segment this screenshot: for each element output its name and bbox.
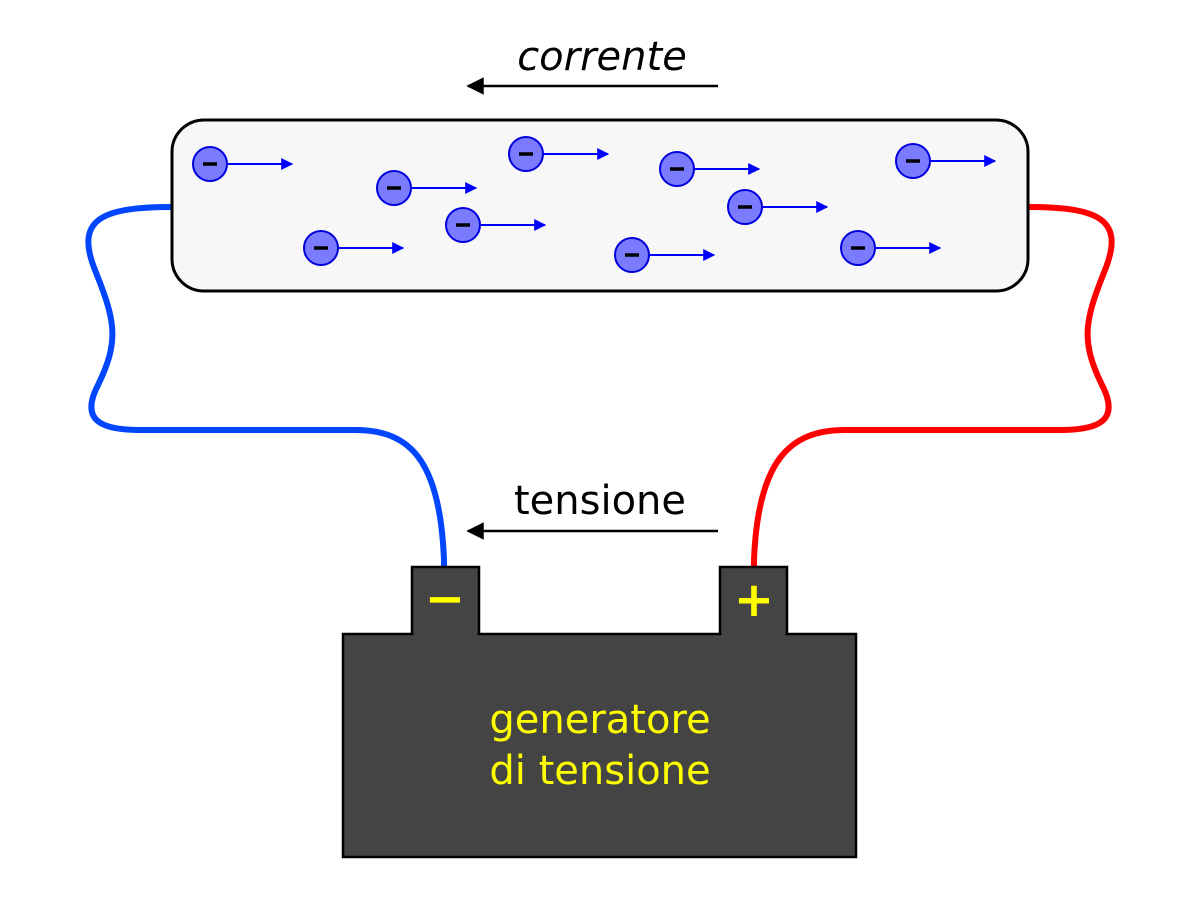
positive-terminal-sign: +: [734, 572, 774, 628]
electron: [727, 189, 829, 225]
battery-body: [341, 632, 858, 859]
electron: [659, 151, 761, 187]
electron-minus-sign: [203, 162, 217, 166]
electron: [508, 136, 610, 172]
electron: [614, 237, 716, 273]
positive-terminal: [718, 565, 789, 641]
battery: − + generatore di tensione: [341, 565, 858, 859]
negative-terminal-sign: −: [425, 571, 465, 627]
electron: [895, 143, 997, 179]
electrons: [192, 136, 997, 273]
electron-minus-sign: [625, 253, 639, 257]
positive-wire: [751, 204, 1115, 568]
electron-minus-sign: [456, 223, 470, 227]
electron: [192, 146, 294, 182]
electron-minus-sign: [670, 167, 684, 171]
electron: [840, 230, 942, 266]
voltage-label: tensione: [514, 478, 686, 524]
electron: [376, 170, 478, 206]
negative-terminal: [410, 565, 481, 641]
electron-minus-sign: [314, 246, 328, 250]
electron-minus-sign: [387, 186, 401, 190]
generator-label-line2: di tensione: [489, 748, 710, 794]
electron-minus-sign: [519, 152, 533, 156]
generator-label-line1: generatore: [489, 697, 710, 743]
negative-wire: [85, 204, 447, 568]
electron: [445, 207, 547, 243]
electron-minus-sign: [851, 246, 865, 250]
current-label: corrente: [517, 34, 687, 80]
conductor: [170, 118, 1030, 293]
electron-minus-sign: [738, 205, 752, 209]
electron: [303, 230, 405, 266]
electron-minus-sign: [906, 159, 920, 163]
